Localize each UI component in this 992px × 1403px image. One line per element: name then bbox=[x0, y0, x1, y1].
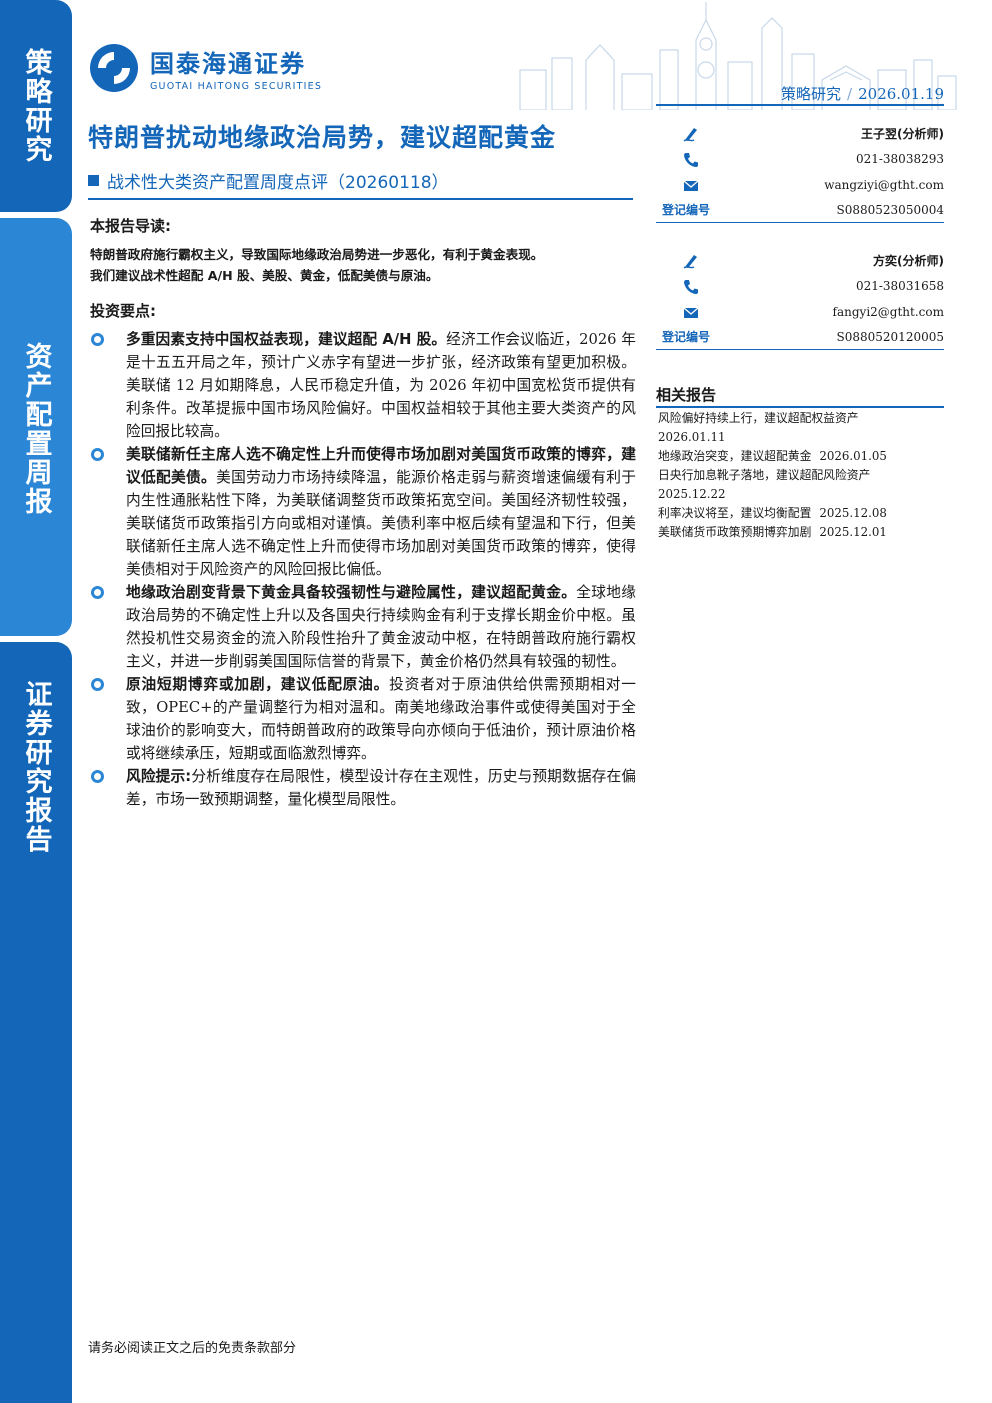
related-item[interactable]: 美联储货币政策预期博弈加剧 2025.12.01 bbox=[658, 523, 944, 542]
related-date: 2026.01.05 bbox=[819, 449, 887, 463]
point-text: 全球地缘政治局势的不确定性上升以及各国央行持续购金有利于支撑长期金价中枢。虽然投… bbox=[126, 584, 636, 670]
analyst-email[interactable]: wangziyi@gtht.com bbox=[824, 177, 944, 192]
reg-label: 登记编号 bbox=[662, 330, 711, 345]
pen-icon bbox=[683, 255, 697, 269]
related-item[interactable]: 利率决议将至，建议均衡配置 2025.12.08 bbox=[658, 504, 944, 523]
bullet-ring-icon bbox=[91, 770, 104, 783]
subtitle-square-icon bbox=[88, 175, 99, 186]
guide-heading: 本报告导读: bbox=[90, 217, 171, 235]
related-title: 风险偏好持续上行，建议超配权益资产 bbox=[658, 411, 859, 425]
phone-icon bbox=[684, 152, 698, 167]
related-item[interactable]: 地缘政治突变，建议超配黄金 2026.01.05 bbox=[658, 447, 944, 466]
analyst-phone: 021-38031658 bbox=[855, 279, 944, 294]
report-title: 特朗普扰动地缘政治局势，建议超配黄金 bbox=[88, 123, 557, 152]
brand-logo-icon bbox=[90, 44, 138, 92]
reg-number: S0880523050004 bbox=[836, 202, 944, 217]
header-date: 2026.01.19 bbox=[858, 85, 944, 103]
analyst-card: 方奕(分析师) 021-38031658 fangyi2@gtht.com 登记… bbox=[656, 248, 944, 350]
analyst-card: 王子翌(分析师) 021-38038293 wangziyi@gtht.com … bbox=[656, 121, 944, 223]
analyst-name: 王子翌(分析师) bbox=[861, 127, 944, 142]
related-date: 2025.12.01 bbox=[819, 525, 887, 539]
point-lead: 风险提示: bbox=[126, 768, 192, 785]
bullet-ring-icon bbox=[91, 333, 104, 346]
analyst-phone: 021-38038293 bbox=[855, 152, 944, 167]
sidebar-label-research: 证券研究报告 bbox=[20, 680, 52, 854]
header-rule bbox=[656, 104, 944, 106]
related-list: 风险偏好持续上行，建议超配权益资产 2026.01.11 地缘政治突变，建议超配黄… bbox=[658, 409, 944, 542]
bullet-ring-icon bbox=[91, 586, 104, 599]
sidebar-section-weekly: 资产配置周报 bbox=[0, 218, 72, 636]
related-item[interactable]: 日央行加息靴子落地，建议超配风险资产 2025.12.22 bbox=[658, 466, 944, 504]
point-lead: 原油短期博弈或加剧，建议低配原油。 bbox=[126, 676, 390, 693]
related-title: 美联储货币政策预期博弈加剧 bbox=[658, 525, 812, 539]
guide-line: 我们建议战术性超配 A/H 股、美股、黄金，低配美债与原油。 bbox=[90, 268, 439, 283]
title-rule bbox=[88, 198, 633, 200]
point-text: 分析维度存在局限性，模型设计存在主观性，历史与预期数据存在偏差，市场一致预期调整… bbox=[126, 768, 636, 808]
related-date: 2026.01.11 bbox=[658, 430, 726, 444]
related-date: 2025.12.08 bbox=[819, 506, 887, 520]
brand-name-en: GUOTAI HAITONG SECURITIES bbox=[150, 81, 323, 92]
point-item: 多重因素支持中国权益表现，建议超配 A/H 股。经济工作会议临近，2026 年是… bbox=[88, 328, 636, 443]
related-title: 利率决议将至，建议均衡配置 bbox=[658, 506, 812, 520]
sidebar-section-research: 证券研究报告 bbox=[0, 642, 72, 1403]
report-subtitle: 战术性大类资产配置周度点评（20260118） bbox=[88, 168, 449, 193]
related-rule bbox=[656, 406, 944, 408]
disclaimer-footer: 请务必阅读正文之后的免责条款部分 bbox=[88, 1341, 297, 1356]
points-heading: 投资要点: bbox=[90, 302, 156, 320]
sidebar-label-weekly: 资产配置周报 bbox=[20, 342, 52, 516]
city-skyline-icon bbox=[519, 2, 957, 110]
bullet-ring-icon bbox=[91, 448, 104, 461]
related-title: 日央行加息靴子落地，建议超配风险资产 bbox=[658, 468, 871, 482]
point-item: 美联储新任主席人选不确定性上升而使得市场加剧对美国货币政策的博弈，建议低配美债。… bbox=[88, 443, 636, 581]
pen-icon bbox=[683, 128, 697, 142]
subtitle-text: 战术性大类资产配置周度点评（20260118） bbox=[107, 173, 449, 193]
guide-line: 特朗普政府施行霸权主义，导致国际地缘政治局势进一步恶化，有利于黄金表现。 bbox=[90, 247, 544, 262]
related-title: 地缘政治突变，建议超配黄金 bbox=[658, 449, 812, 463]
header-separator: / bbox=[847, 85, 853, 103]
sidebar-label-strategy: 策略研究 bbox=[20, 48, 52, 164]
header-meta: 策略研究 / 2026.01.19 bbox=[781, 83, 944, 104]
reg-number: S0880520120005 bbox=[836, 329, 944, 344]
point-item: 地缘政治剧变背景下黄金具备较强韧性与避险属性，建议超配黄金。全球地缘政治局势的不… bbox=[88, 581, 636, 673]
left-sidebar: 策略研究 资产配置周报 证券研究报告 bbox=[0, 0, 72, 1403]
point-text: 美国劳动力市场持续降温，能源价格走弱与薪资增速偏缓有利于内生性通胀粘性下降，为美… bbox=[126, 469, 636, 578]
phone-icon bbox=[684, 279, 698, 294]
brand-name-cn: 国泰海通证券 bbox=[150, 50, 306, 78]
sidebar-section-strategy: 策略研究 bbox=[0, 0, 72, 212]
point-item: 风险提示:分析维度存在局限性，模型设计存在主观性，历史与预期数据存在偏差，市场一… bbox=[88, 765, 636, 811]
bullet-ring-icon bbox=[91, 678, 104, 691]
point-lead: 多重因素支持中国权益表现，建议超配 A/H 股。 bbox=[126, 331, 447, 348]
mail-icon bbox=[683, 307, 699, 318]
point-lead: 美联储新任主席人选不确定性上升而使得市场加剧对美国货币政策的博弈，建议低配美债。 bbox=[126, 446, 636, 486]
related-date: 2025.12.22 bbox=[658, 487, 726, 501]
point-item: 原油短期博弈或加剧，建议低配原油。投资者对于原油供给供需预期相对一致，OPEC+… bbox=[88, 673, 636, 765]
brand-logo: 国泰海通证券 GUOTAI HAITONG SECURITIES bbox=[88, 42, 322, 94]
related-heading: 相关报告 bbox=[656, 386, 717, 404]
related-item[interactable]: 风险偏好持续上行，建议超配权益资产 2026.01.11 bbox=[658, 409, 944, 447]
header-category: 策略研究 bbox=[781, 85, 842, 103]
guide-body: 特朗普政府施行霸权主义，导致国际地缘政治局势进一步恶化，有利于黄金表现。 我们建… bbox=[90, 244, 635, 286]
analyst-email[interactable]: fangyi2@gtht.com bbox=[832, 304, 944, 319]
point-text: 投资者对于原油供给供需预期相对一致，OPEC+的产量调整行为相对温和。南美地缘政… bbox=[126, 676, 636, 762]
reg-label: 登记编号 bbox=[662, 203, 711, 218]
mail-icon bbox=[683, 180, 699, 191]
point-text: 经济工作会议临近，2026 年是十五五开局之年，预计广义赤字有望进一步扩张，经济… bbox=[126, 331, 636, 440]
points-list: 多重因素支持中国权益表现，建议超配 A/H 股。经济工作会议临近，2026 年是… bbox=[88, 328, 636, 811]
point-lead: 地缘政治剧变背景下黄金具备较强韧性与避险属性，建议超配黄金。 bbox=[126, 584, 577, 601]
analyst-name: 方奕(分析师) bbox=[873, 254, 944, 269]
